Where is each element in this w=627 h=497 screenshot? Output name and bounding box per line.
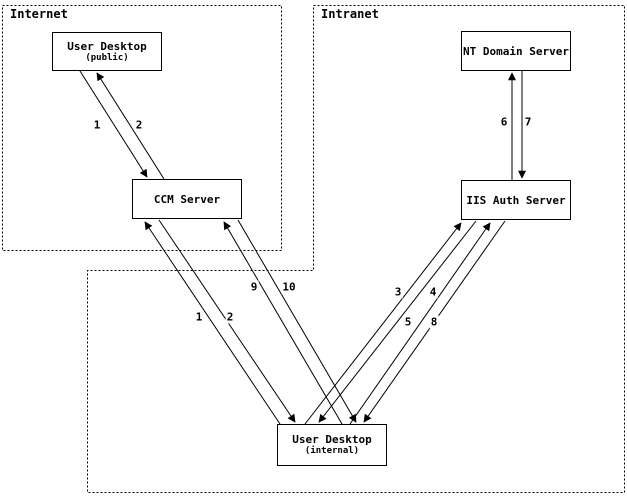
- node-user-desktop-public: User Desktop (public): [52, 32, 162, 71]
- zone-intranet-border: [87, 5, 625, 493]
- edge-label-6: 6: [499, 115, 509, 129]
- edge-label-2-internal: 2: [225, 310, 235, 324]
- edge-label-7: 7: [523, 115, 533, 129]
- zone-intranet-label: Intranet: [321, 7, 379, 21]
- node-nt-domain-server: NT Domain Server: [461, 31, 571, 71]
- node-iis-auth-server: IIS Auth Server: [461, 180, 571, 220]
- edge-label-9: 9: [249, 280, 259, 294]
- node-user-desktop-internal-subtitle: (internal): [304, 446, 360, 456]
- edge-9-request: [223, 221, 343, 425]
- node-user-desktop-internal-title: User Desktop: [292, 433, 372, 446]
- node-iis-auth-server-title: IIS Auth Server: [466, 193, 566, 207]
- node-nt-domain-server-title: NT Domain Server: [463, 44, 569, 58]
- node-user-desktop-internal: User Desktop (internal): [277, 424, 387, 466]
- edge-label-2-public: 2: [134, 118, 144, 132]
- edge-label-10: 10: [281, 280, 297, 294]
- edge-label-8: 8: [429, 315, 439, 329]
- edge-label-3: 3: [393, 285, 403, 299]
- edge-label-4: 4: [428, 285, 438, 299]
- edge-1-internal-request: [144, 221, 281, 425]
- zone-internet-border: [2, 5, 282, 251]
- edge-1-public-request: [79, 70, 148, 178]
- edge-4-response: [318, 220, 477, 423]
- edge-10-response: [237, 219, 357, 423]
- node-user-desktop-public-subtitle: (public): [85, 52, 129, 63]
- node-ccm-server: CCM Server: [132, 179, 242, 219]
- edge-label-1-internal: 1: [194, 310, 204, 324]
- edge-5-request: [349, 222, 491, 425]
- node-ccm-server-title: CCM Server: [153, 192, 221, 206]
- edge-label-5: 5: [403, 315, 413, 329]
- edge-3-request: [304, 222, 462, 425]
- node-user-desktop-public-title: User Desktop: [67, 39, 147, 53]
- edge-label-1-public: 1: [92, 118, 102, 132]
- zone-internet-label: Internet: [10, 7, 68, 21]
- edge-2-public-response: [96, 72, 165, 180]
